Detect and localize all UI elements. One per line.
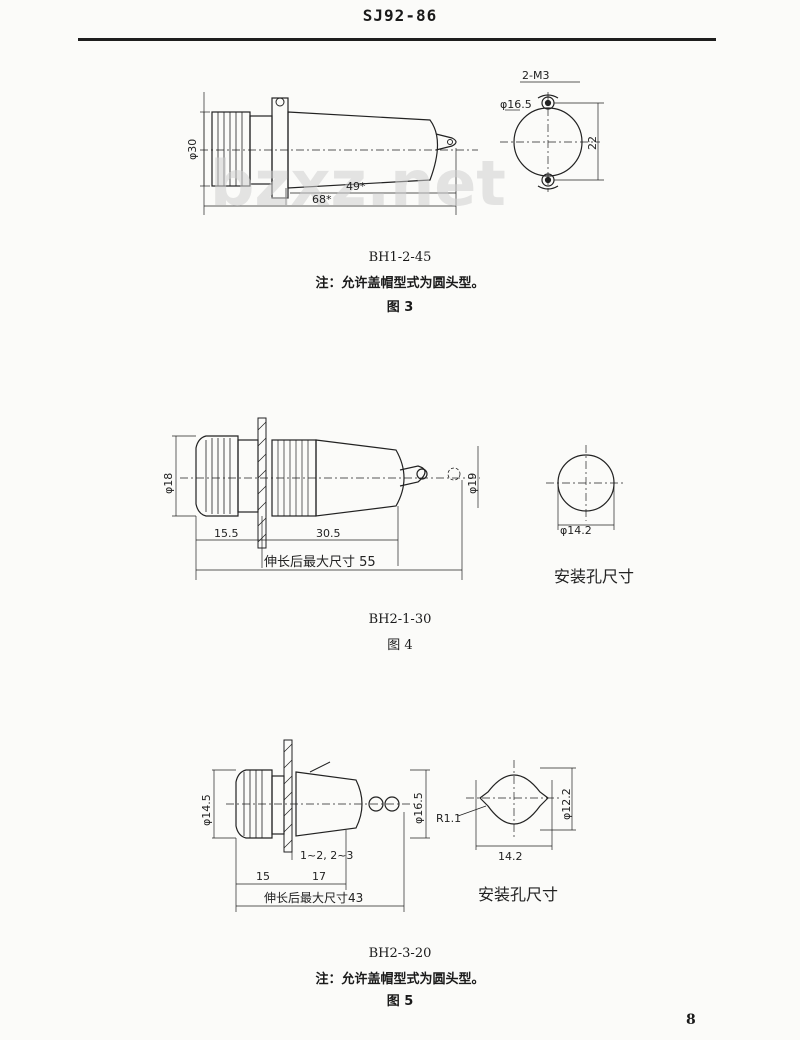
fig5-radius: R1.1: [436, 812, 461, 825]
figure-5-drawing: [212, 739, 576, 912]
header-rule: [78, 38, 716, 41]
fig5-body-dia: φ16.5: [412, 792, 425, 824]
fig5-len-b: 17: [312, 870, 326, 883]
fig3-length-b: 68*: [312, 193, 332, 206]
fig3-note: 注：允许盖帽型式为圆头型。: [315, 276, 485, 291]
fig5-label: 图 5: [386, 994, 414, 1009]
fig5-hole-width: 14.2: [498, 850, 523, 863]
fig3-body-dia: φ30: [186, 139, 199, 160]
fig4-hole-title: 安装孔尺寸: [554, 567, 634, 586]
fig5-hole-height: φ12.2: [560, 788, 573, 820]
document-code: SJ92-86: [362, 6, 438, 25]
fig4-len-a: 15.5: [214, 527, 239, 540]
fig5-model: BH2-3-20: [368, 946, 432, 961]
fig3-screw: 2-M3: [522, 69, 549, 82]
fig3-hole-dia: φ16.5: [500, 98, 532, 111]
fig4-body-dia: φ19: [466, 473, 479, 494]
fig5-note: 注：允许盖帽型式为圆头型。: [315, 972, 485, 987]
fig5-panel-thickness: 1~2, 2~3: [300, 849, 353, 862]
fig4-max-length: 伸长后最大尺寸 55: [264, 555, 376, 570]
figure-3-drawing: [200, 81, 604, 215]
fig5-len-a: 15: [256, 870, 270, 883]
fig5-cap-dia: φ14.5: [200, 794, 213, 826]
fig4-model: BH2-1-30: [368, 612, 432, 627]
fig3-model: BH1-2-45: [368, 250, 432, 265]
fig5-hole-title: 安装孔尺寸: [478, 885, 558, 904]
fig4-label: 图 4: [387, 638, 413, 653]
fig4-cap-dia: φ18: [162, 473, 175, 494]
fig4-len-b: 30.5: [316, 527, 341, 540]
fig3-label: 图 3: [386, 300, 414, 315]
fig3-length-a: 49*: [346, 180, 366, 193]
figure-4-drawing: [172, 417, 626, 580]
fig4-hole-dia: φ14.2: [560, 524, 592, 537]
fig5-max-length: 伸长后最大尺寸43: [264, 891, 363, 905]
fig3-hole-pitch: 22: [586, 136, 599, 150]
page-number: 8: [686, 1012, 696, 1028]
watermark: bzxz.net: [210, 147, 506, 220]
